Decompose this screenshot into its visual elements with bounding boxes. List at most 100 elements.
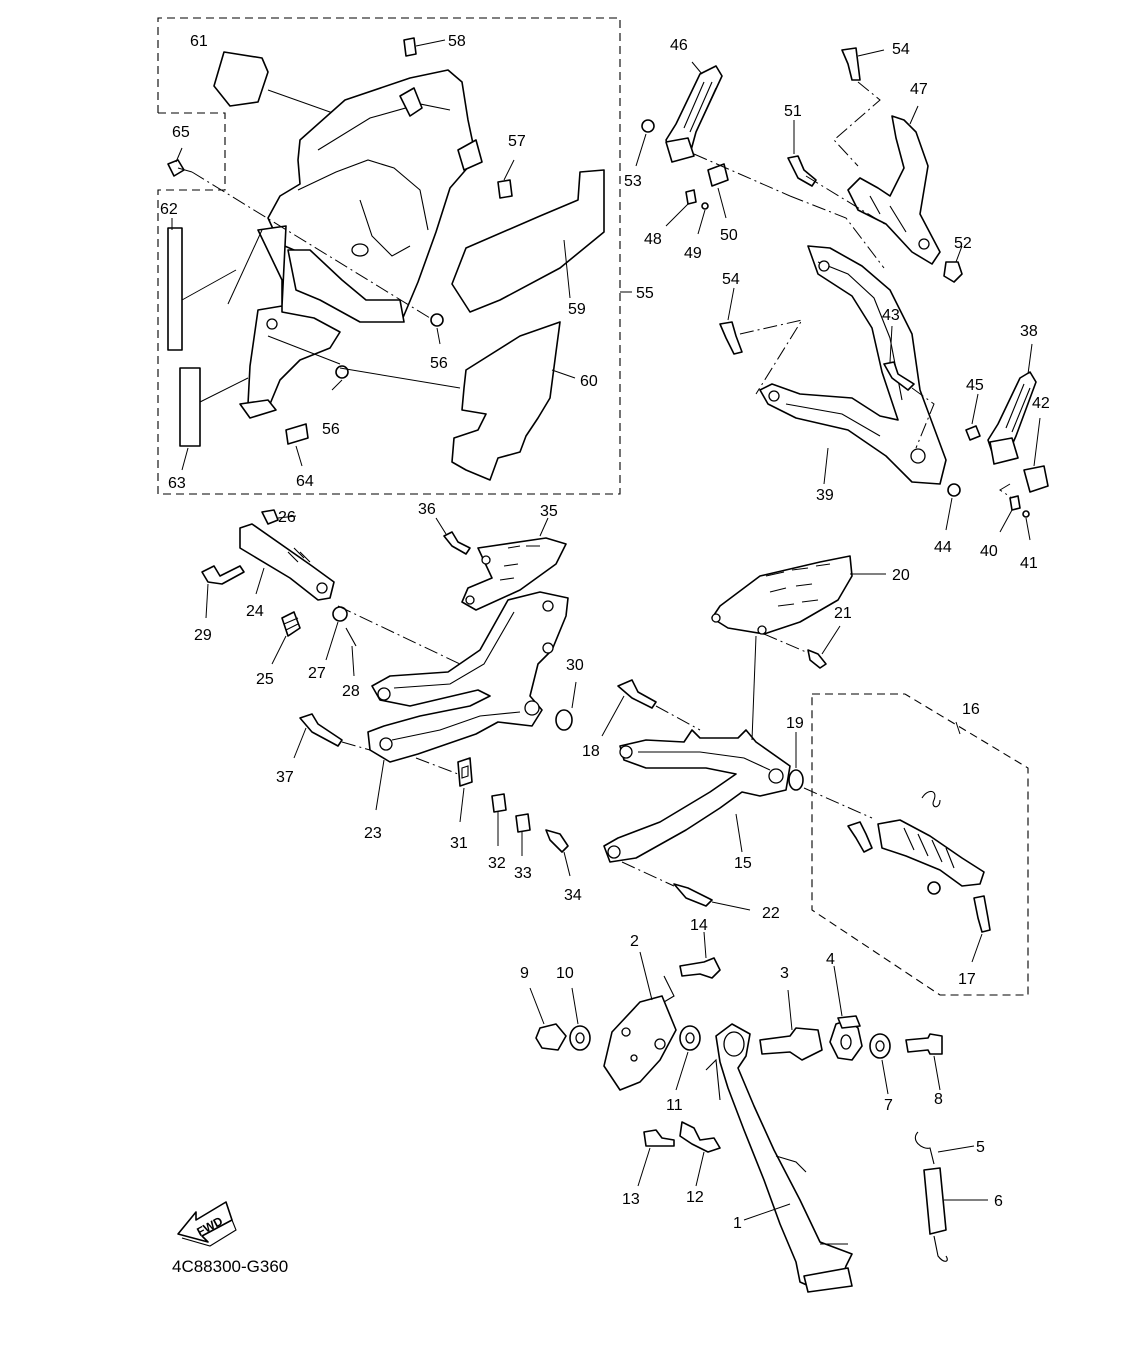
callout-label: 13 xyxy=(622,1191,640,1208)
callout-label: 60 xyxy=(580,373,598,390)
callout-label: 26 xyxy=(278,509,296,526)
nut-9 xyxy=(535,1023,567,1051)
spacer-33 xyxy=(515,813,531,833)
bolt-51 xyxy=(787,155,817,187)
callout-label: 7 xyxy=(884,1097,893,1114)
callout-label: 24 xyxy=(246,603,264,620)
strip-63 xyxy=(179,367,201,447)
callout-label: 54 xyxy=(722,271,740,288)
callout-label: 8 xyxy=(934,1091,943,1108)
callout-label: 21 xyxy=(834,605,852,622)
callout-label: 14 xyxy=(690,917,708,934)
callout-label: 33 xyxy=(514,865,532,882)
callout-label: 40 xyxy=(980,543,998,560)
callout-label: 18 xyxy=(582,743,600,760)
callout-label: 15 xyxy=(734,855,752,872)
nut-52 xyxy=(943,261,963,283)
callout-label: 27 xyxy=(308,665,326,682)
footrest-assembly-box xyxy=(811,693,1029,996)
bolt-26 xyxy=(261,509,279,525)
callout-label: 1 xyxy=(733,1215,742,1232)
callout-label: 22 xyxy=(762,905,780,922)
callout-label: 55 xyxy=(636,285,654,302)
callout-label: 63 xyxy=(168,475,186,492)
bolt-3 xyxy=(759,1027,823,1061)
bolt-18 xyxy=(617,679,657,709)
callout-label: 57 xyxy=(508,133,526,150)
bolt-8 xyxy=(905,1033,943,1055)
cowling-assembly-box xyxy=(157,17,632,495)
callout-label: 39 xyxy=(816,487,834,504)
bolt-37 xyxy=(299,713,343,747)
label-64 xyxy=(285,423,309,445)
nut-57 xyxy=(497,179,513,199)
bracket-23 xyxy=(367,591,569,763)
bolt-17 xyxy=(973,895,991,933)
callout-label: 42 xyxy=(1032,395,1050,412)
callout-label: 19 xyxy=(786,715,804,732)
pin-45 xyxy=(965,425,981,441)
callout-label: 52 xyxy=(954,235,972,252)
spring-40 xyxy=(1009,495,1021,511)
callout-label: 47 xyxy=(910,81,928,98)
footpeg-16 xyxy=(877,819,985,887)
bracket-2 xyxy=(603,995,677,1091)
bolt-22 xyxy=(673,883,713,907)
spring-48 xyxy=(685,189,697,205)
cotter-28 xyxy=(345,627,357,647)
washer-19 xyxy=(788,769,804,791)
right-rider-footrest xyxy=(601,555,991,963)
callout-label: 36 xyxy=(418,501,436,518)
callout-label: 2 xyxy=(630,933,639,950)
bolt-34 xyxy=(545,829,569,853)
callout-label: 9 xyxy=(520,965,529,982)
bracket-47 xyxy=(847,115,941,265)
callout-label: 3 xyxy=(780,965,789,982)
callout-label: 64 xyxy=(296,473,314,490)
spring-6 xyxy=(923,1167,947,1235)
callout-label: 4 xyxy=(826,951,835,968)
callout-label: 51 xyxy=(784,103,802,120)
bolt-29 xyxy=(201,565,245,585)
callout-label: 35 xyxy=(540,503,558,520)
stay-bracket xyxy=(247,225,341,405)
callout-label: 29 xyxy=(194,627,212,644)
callout-label: 20 xyxy=(892,567,910,584)
bolt-13 xyxy=(643,1129,675,1147)
callout-label: 30 xyxy=(566,657,584,674)
callout-label: 62 xyxy=(160,201,178,218)
callout-label: 58 xyxy=(448,33,466,50)
strip-62 xyxy=(167,227,183,351)
sidestand-1 xyxy=(715,1023,853,1291)
spring-16 xyxy=(921,790,941,808)
callout-label: 54 xyxy=(892,41,910,58)
callout-label: 32 xyxy=(488,855,506,872)
callout-label: 6 xyxy=(994,1193,1003,1210)
callout-label: 44 xyxy=(934,539,952,556)
callout-labels: 1 2 3 4 5 6 7 8 9 10 11 12 13 14 15 16 1… xyxy=(160,33,1050,1232)
callout-label: 38 xyxy=(1020,323,1038,340)
callout-label: 41 xyxy=(1020,555,1038,572)
bolt-14 xyxy=(679,957,721,979)
callout-label: 59 xyxy=(568,301,586,318)
heel-guard-20 xyxy=(711,555,853,635)
callout-label: 56 xyxy=(430,355,448,372)
bolt-54-top xyxy=(841,47,861,81)
callout-label: 25 xyxy=(256,671,274,688)
pedal-24 xyxy=(239,523,335,601)
bolt-65 xyxy=(167,159,185,177)
bolt-54 xyxy=(719,321,743,355)
inner-panel-55 xyxy=(267,69,477,321)
cowling-group xyxy=(167,37,605,481)
passenger-footrest-left xyxy=(719,245,1049,541)
callout-label: 23 xyxy=(364,825,382,842)
callout-label: 10 xyxy=(556,965,574,982)
ball-49 xyxy=(701,202,709,210)
callout-label: 11 xyxy=(666,1097,683,1114)
emblem-61 xyxy=(213,51,269,107)
callout-label: 12 xyxy=(686,1189,704,1206)
callout-label: 49 xyxy=(684,245,702,262)
callout-label: 53 xyxy=(624,173,642,190)
washer-56-a xyxy=(430,313,444,327)
